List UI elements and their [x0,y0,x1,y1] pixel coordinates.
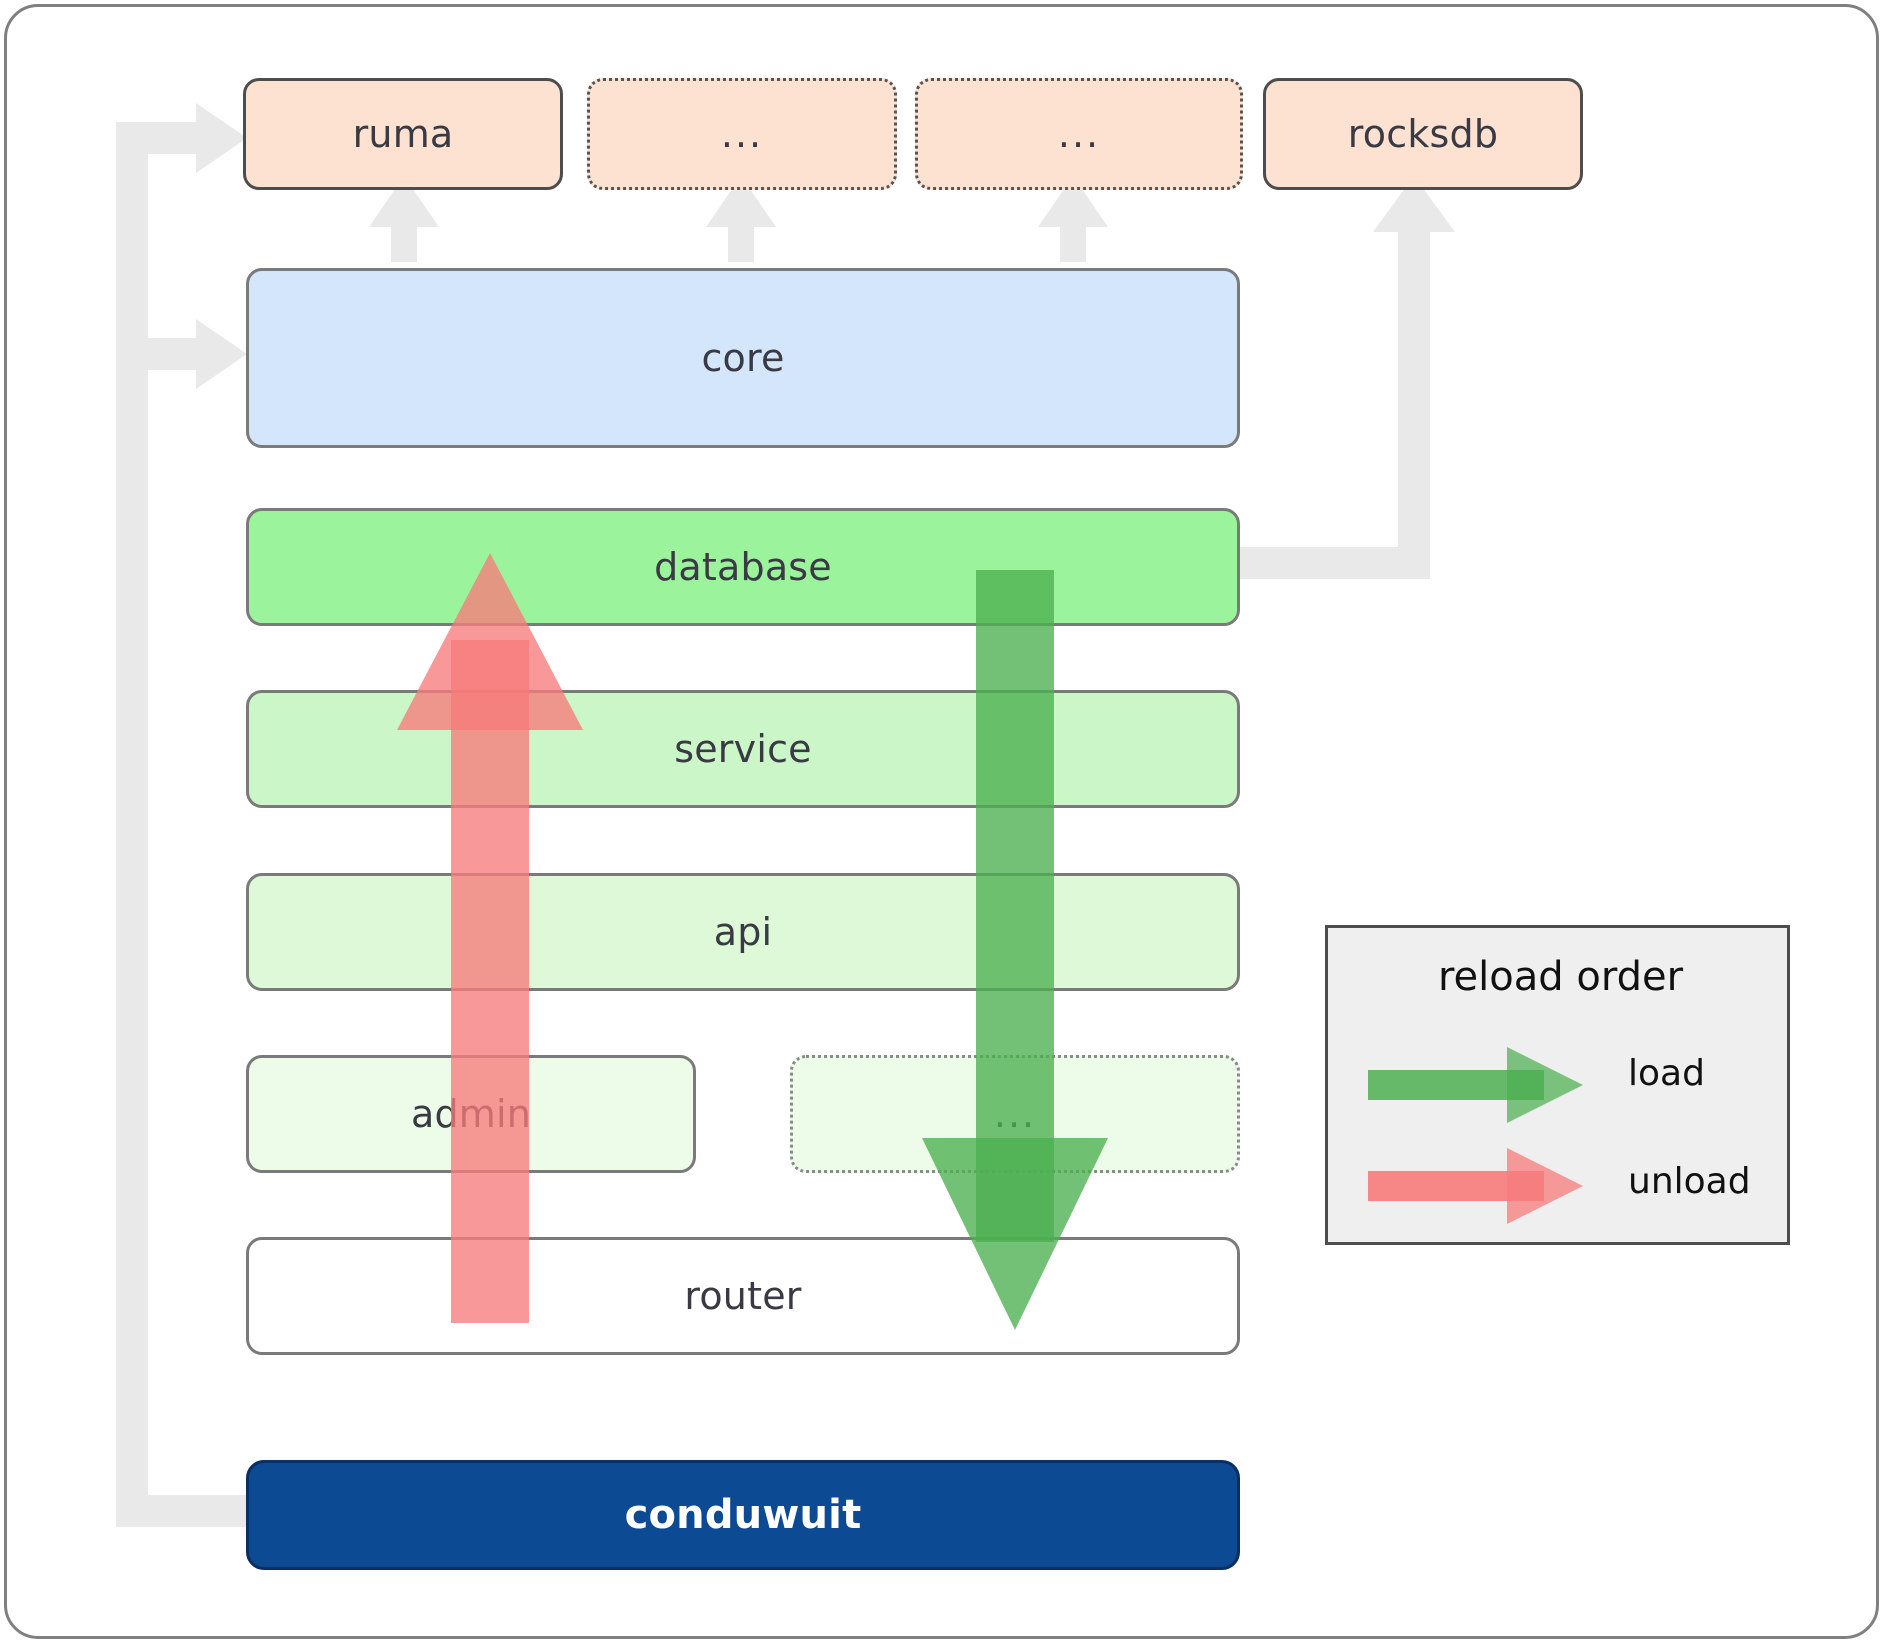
load-arrow [922,570,1108,1330]
unload-arrow [397,553,583,1323]
legend-arrow-swatches [1368,1047,1583,1224]
dependency-box-rocksdb-label: rocksdb [1347,112,1499,156]
stack-box-api[interactable]: api [246,873,1240,991]
core-to-deps-arrows [369,176,1108,262]
dependency-box-more-2[interactable]: ... [915,78,1243,190]
binary-box-conduwuit-label: conduwuit [624,1492,862,1538]
binary-box-conduwuit[interactable]: conduwuit [246,1460,1240,1570]
legend-load-arrow-icon [1368,1047,1583,1123]
legend-title: reload order [1437,954,1684,1000]
stack-box-router[interactable]: router [246,1237,1240,1355]
stack-box-router-label: router [684,1274,802,1318]
dependency-box-more-2-label: ... [1057,112,1101,156]
legend-label-load: load [1628,1053,1705,1094]
legend-panel: reload order load unload [1325,925,1790,1245]
dependency-box-ruma[interactable]: ruma [243,78,563,190]
stack-box-database[interactable]: database [246,508,1240,626]
legend-label-unload: unload [1628,1161,1751,1202]
legend-unload-arrow-icon [1368,1148,1583,1224]
dependency-box-ruma-label: ruma [352,112,454,156]
stack-box-database-label: database [654,545,832,589]
stack-box-core-label: core [701,336,785,380]
database-to-rocksdb-arrow [1240,176,1455,579]
conduwuit-dependency-trunk [116,103,247,1527]
stack-box-api-label: api [713,910,773,954]
stack-box-core[interactable]: core [246,268,1240,448]
dependency-box-more-1[interactable]: ... [587,78,897,190]
dependency-box-rocksdb[interactable]: rocksdb [1263,78,1583,190]
dependency-box-more-1-label: ... [720,112,764,156]
stack-box-service-label: service [674,727,812,771]
